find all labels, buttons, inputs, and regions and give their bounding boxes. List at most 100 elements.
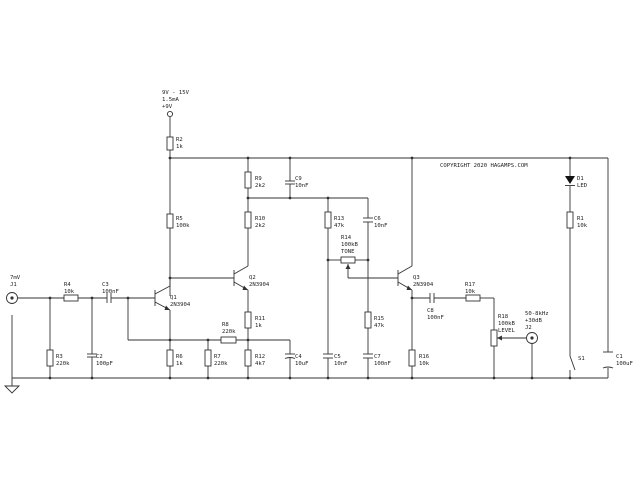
q1-value: 2N3904 — [170, 302, 191, 308]
r6-ref: R6 — [176, 354, 183, 360]
potentiometer-r18 — [490, 329, 498, 347]
r3-value: 220k — [56, 361, 70, 367]
resistor-r17 — [465, 294, 481, 302]
transistor-q2-emitter-arrow-icon — [242, 285, 248, 290]
input-jack-label: J1 — [10, 282, 17, 288]
r3-ref: R3 — [56, 354, 63, 360]
r16-value: 10k — [419, 361, 430, 367]
supply-voltage-label: 9V - 15V — [162, 90, 190, 96]
s1-ref: S1 — [578, 356, 585, 362]
r1-ref: R1 — [577, 216, 584, 222]
r14-value: 100kB — [341, 242, 358, 248]
output-jack-label: J2 — [525, 325, 532, 331]
r4-ref: R4 — [64, 282, 71, 288]
r8-ref: R8 — [222, 322, 229, 328]
r4-value: 10k — [64, 289, 75, 295]
c6-value: 10nF — [374, 223, 388, 229]
output-level-label: 50-8kHz — [525, 311, 549, 317]
r11-value: 1k — [255, 323, 262, 329]
resistor-r5 — [166, 213, 174, 229]
c4-value: 10uF — [295, 361, 309, 367]
c7-value: 100nF — [374, 361, 391, 367]
c8-value: 100nF — [427, 315, 444, 321]
r16-ref: R16 — [419, 354, 429, 360]
r8-value: 220k — [222, 329, 236, 335]
capacitor-c1 — [602, 351, 614, 369]
c9-ref: C9 — [295, 176, 302, 182]
r14-ref: R14 — [341, 235, 352, 241]
c1-value: 100uF — [616, 361, 633, 367]
resistor-r12 — [244, 349, 252, 367]
wires — [11, 117, 609, 386]
capacitor-c9 — [285, 180, 295, 185]
r6-value: 1k — [176, 361, 183, 367]
output-jack-j2 — [526, 332, 538, 344]
r7-value: 220k — [214, 361, 228, 367]
resistor-r2 — [166, 136, 174, 151]
r18-label: LEVEL — [498, 328, 515, 334]
r5-value: 100k — [176, 223, 190, 229]
transistor-q1-emitter-arrow-icon — [164, 305, 170, 310]
r10-ref: R10 — [255, 216, 265, 222]
capacitor-c4 — [284, 353, 296, 359]
c9-value: 10nF — [295, 183, 309, 189]
resistor-r1 — [566, 211, 574, 229]
capacitor-c7 — [363, 353, 373, 359]
resistor-r4 — [63, 294, 79, 302]
q2-ref: Q2 — [249, 275, 256, 281]
resistor-r9 — [244, 171, 252, 189]
resistor-r8 — [220, 336, 237, 344]
r12-ref: R12 — [255, 354, 265, 360]
r15-ref: R15 — [374, 316, 384, 322]
r18-ref: R18 — [498, 314, 509, 320]
d1-value: LED — [577, 183, 588, 189]
output-gain-label: +30dB — [525, 318, 542, 324]
resistor-r3 — [46, 349, 54, 367]
ground-symbol-icon — [3, 385, 21, 394]
supply-current-label: 1.5mA — [162, 97, 179, 103]
switch-s1-icon — [569, 355, 576, 371]
input-jack-j1 — [6, 292, 18, 304]
r14-label: TONE — [341, 249, 355, 255]
resistor-r11 — [244, 311, 252, 329]
q2-value: 2N3904 — [249, 282, 270, 288]
r5-ref: R5 — [176, 216, 183, 222]
resistor-r6 — [166, 349, 174, 367]
d1-ref: D1 — [577, 176, 584, 182]
r13-value: 47k — [334, 223, 345, 229]
copyright-text: COPYRIGHT 2020 HAGAMPS.COM — [440, 163, 528, 169]
wiper-arrow-icon — [345, 264, 351, 269]
resistor-r13 — [324, 211, 332, 229]
r17-ref: R17 — [465, 282, 475, 288]
input-level-label: 7mV — [10, 275, 21, 281]
q3-value: 2N3904 — [413, 282, 434, 288]
r11-ref: R11 — [255, 316, 265, 322]
r15-value: 47k — [374, 323, 385, 329]
r10-value: 2k2 — [255, 223, 265, 229]
c2-value: 100pF — [96, 361, 113, 367]
resistor-r10 — [244, 211, 252, 229]
r17-value: 10k — [465, 289, 476, 295]
r7-ref: R7 — [214, 354, 221, 360]
resistor-r16 — [408, 349, 416, 367]
junctions — [48, 156, 572, 380]
c8-ref: C8 — [427, 308, 434, 314]
r9-ref: R9 — [255, 176, 262, 182]
supply-terminal-icon — [166, 110, 174, 118]
supply-nominal-label: +9V — [162, 104, 173, 110]
c5-ref: C5 — [334, 354, 341, 360]
transistor-q3-emitter-arrow-icon — [406, 285, 412, 290]
capacitor-c2 — [87, 353, 97, 358]
r9-value: 2k2 — [255, 183, 265, 189]
wiper-arrow-icon — [497, 335, 502, 341]
potentiometer-r14 — [340, 256, 356, 264]
capacitor-c5 — [323, 353, 333, 359]
capacitor-c6 — [363, 217, 373, 223]
r1-value: 10k — [577, 223, 588, 229]
capacitor-c3 — [106, 293, 112, 303]
led-d1-icon — [565, 176, 575, 186]
c6-ref: C6 — [374, 216, 381, 222]
c5-value: 10nF — [334, 361, 348, 367]
r2-ref: R2 — [176, 137, 183, 143]
